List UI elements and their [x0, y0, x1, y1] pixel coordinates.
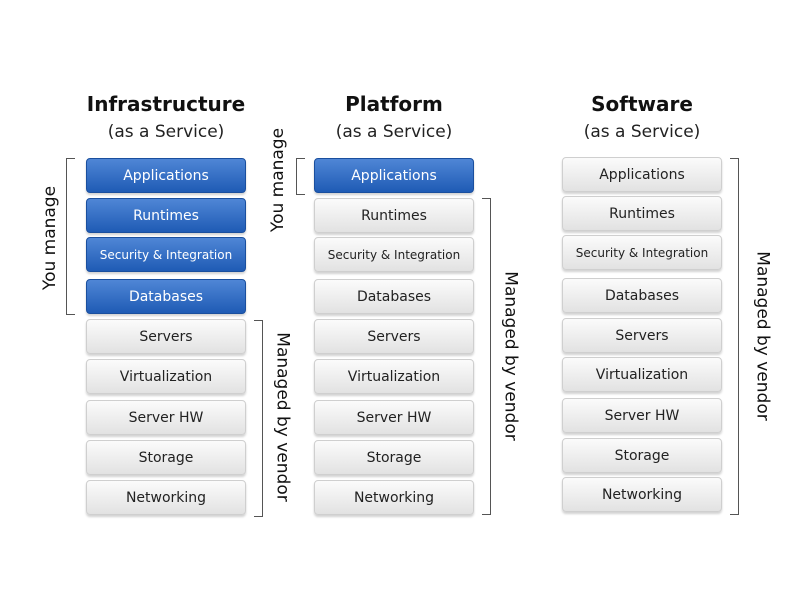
layer-runtimes: Runtimes: [314, 198, 474, 233]
iaas-vendor-label: Managed by vendor: [272, 332, 293, 502]
column-title: Platform: [345, 92, 443, 116]
layer-security-integration: Security & Integration: [86, 237, 246, 272]
layer-networking: Networking: [562, 477, 722, 512]
layer-server-hw: Server HW: [314, 400, 474, 435]
paas-vendor-bracket: [482, 198, 491, 515]
iaas-vendor-bracket: [254, 320, 263, 517]
iaas-you-manage-label: You manage: [40, 185, 61, 291]
layer-storage: Storage: [314, 440, 474, 475]
column-subtitle: (as a Service): [335, 122, 453, 142]
layer-databases: Databases: [86, 279, 246, 314]
layer-applications: Applications: [314, 158, 474, 193]
layer-server-hw: Server HW: [562, 398, 722, 433]
layer-security-integration: Security & Integration: [562, 235, 722, 270]
layer-virtualization: Virtualization: [562, 357, 722, 392]
column-subtitle: (as a Service): [583, 122, 701, 142]
layer-databases: Databases: [562, 278, 722, 313]
layer-server-hw: Server HW: [86, 400, 246, 435]
layer-virtualization: Virtualization: [86, 359, 246, 394]
layer-networking: Networking: [314, 480, 474, 515]
layer-servers: Servers: [562, 318, 722, 353]
layer-virtualization: Virtualization: [314, 359, 474, 394]
saas-vendor-bracket: [730, 158, 739, 515]
paas-you-manage-bracket: [296, 158, 305, 195]
layer-applications: Applications: [86, 158, 246, 193]
layer-runtimes: Runtimes: [86, 198, 246, 233]
layer-servers: Servers: [86, 319, 246, 354]
column-subtitle: (as a Service): [107, 122, 225, 142]
layer-applications: Applications: [562, 157, 722, 192]
layer-networking: Networking: [86, 480, 246, 515]
column-title: Infrastructure: [86, 92, 246, 116]
paas-vendor-label: Managed by vendor: [500, 271, 521, 441]
column-title: Software: [591, 92, 693, 116]
layer-databases: Databases: [314, 279, 474, 314]
saas-vendor-label: Managed by vendor: [752, 251, 773, 421]
layer-servers: Servers: [314, 319, 474, 354]
paas-you-manage-label: You manage: [268, 127, 289, 233]
layer-storage: Storage: [86, 440, 246, 475]
layer-storage: Storage: [562, 438, 722, 473]
layer-runtimes: Runtimes: [562, 196, 722, 231]
iaas-you-manage-bracket: [66, 158, 75, 315]
layer-security-integration: Security & Integration: [314, 237, 474, 272]
